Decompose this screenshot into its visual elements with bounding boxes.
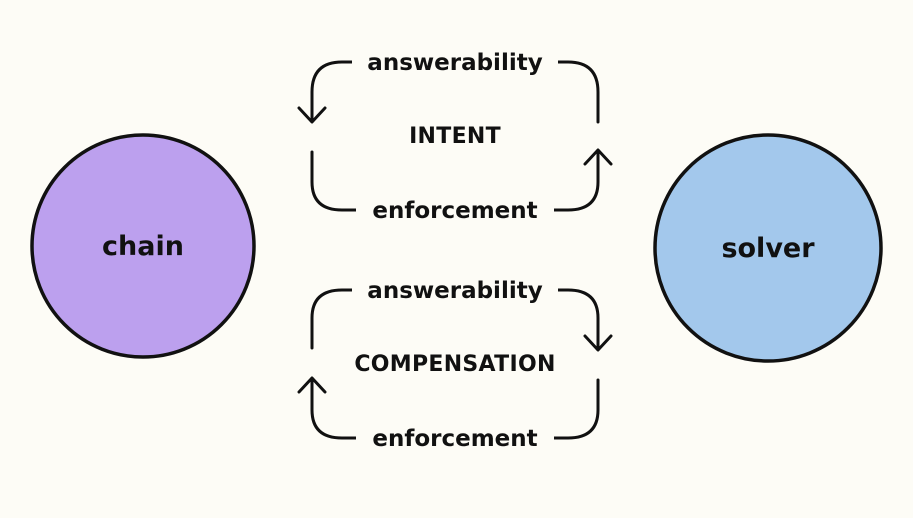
intent-bottom-arrowhead [583, 148, 613, 166]
compensation-flow-label: COMPENSATION [354, 352, 555, 377]
chain-label: chain [102, 231, 184, 262]
compensation-bottom-arrowhead [297, 376, 327, 394]
compensation-bottom-edge-label: enforcement [372, 426, 537, 452]
compensation-top-label-gap [352, 274, 558, 304]
intent-top-edge-label: answerability [367, 50, 542, 76]
solver-label: solver [721, 233, 815, 264]
compensation-loop: answerability enforcement COMPENSATION [297, 274, 613, 452]
intent-top-label-gap [352, 46, 558, 76]
intent-flow-label: INTENT [409, 124, 501, 149]
intent-top-arrowhead [297, 106, 327, 124]
compensation-top-edge-label: answerability [367, 278, 542, 304]
compensation-top-arrowhead [583, 334, 613, 352]
compensation-bottom-label-gap [356, 422, 554, 452]
solver-circle [653, 133, 883, 363]
solver-node: solver [653, 133, 883, 363]
intent-bottom-edge-label: enforcement [372, 198, 537, 224]
intent-bottom-label-gap [356, 194, 554, 224]
intent-loop: answerability enforcement INTENT [297, 46, 613, 224]
chain-circle [30, 133, 256, 359]
chain-node: chain [30, 133, 256, 359]
